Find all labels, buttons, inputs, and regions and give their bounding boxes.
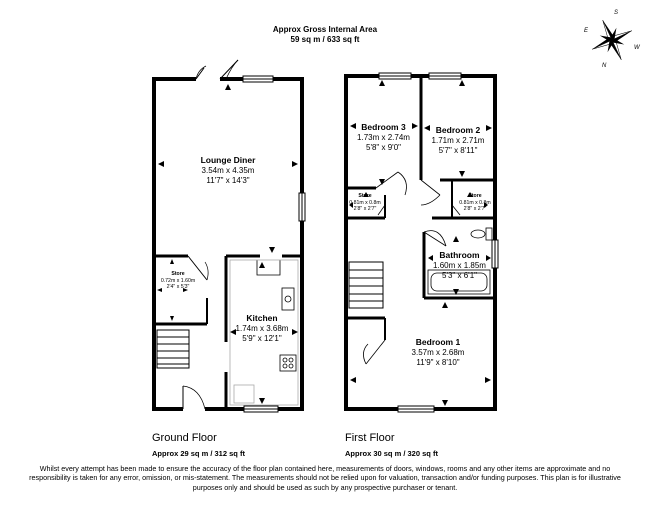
ground-floor-label: Ground Floor (152, 432, 217, 444)
ground-floor-stairs (156, 329, 190, 369)
ff-store-left-name: Store (358, 193, 372, 199)
kitchen-name: Kitchen (246, 313, 278, 323)
ff-store-right-imperial: 2'8" x 2'7" (463, 206, 487, 212)
ff-store-left-metric: 0.81m x 0.8m (349, 200, 381, 206)
bedroom1-imperial: 11'9" x 8'10" (416, 358, 460, 367)
bathroom-metric: 1.60m x 1.85m (433, 261, 486, 270)
first-floor-label: First Floor (345, 432, 395, 444)
first-floor-stairs (348, 261, 384, 309)
first-floor-dimension-arrows (349, 80, 492, 406)
ground-floor-windows (242, 75, 306, 413)
ground-floor-walls (152, 77, 304, 411)
first-floor-area: Approx 30 sq m / 320 sq ft (345, 449, 438, 458)
ground-floor-area: Approx 29 sq m / 312 sq ft (152, 449, 245, 458)
ground-floor-doors (182, 59, 239, 413)
bedroom3-imperial: 5'8" x 9'0" (366, 143, 401, 152)
disclaimer-text: Whilst every attempt has been made to en… (29, 464, 621, 492)
bathroom-imperial: 5'3" x 6'1" (442, 271, 477, 280)
gf-store-metric: 0.72m x 1.60m (160, 278, 196, 284)
bedroom3-metric: 1.73m x 2.74m (357, 133, 410, 142)
compass-north-label: N (602, 63, 607, 69)
lounge-diner-name: Lounge Diner (200, 155, 256, 165)
kitchen-imperial: 5'9" x 12'1" (242, 334, 282, 343)
ff-store-right-metric: 0.81m x 0.8m (459, 200, 491, 206)
lounge-diner-metric: 3.54m x 4.35m (201, 166, 255, 175)
compass-east-label: E (584, 28, 589, 34)
bedroom2-metric: 1.71m x 2.71m (431, 136, 485, 145)
compass-west-label: W (634, 45, 640, 51)
gross-area-title: Approx Gross Internal Area (272, 25, 378, 34)
kitchen-metric: 1.74m x 3.68m (235, 324, 289, 333)
bedroom2-imperial: 5'7" x 8'11" (438, 146, 478, 155)
ff-store-right-name: Store (468, 193, 482, 199)
first-floor-windows (378, 72, 499, 413)
bedroom3-name: Bedroom 3 (361, 122, 406, 132)
gf-store-name: Store (171, 271, 185, 277)
lounge-diner-imperial: 11'7" x 14'3" (206, 176, 250, 185)
compass-rose (591, 19, 633, 61)
bathroom-fixtures (427, 227, 493, 295)
compass-south-label: S (614, 10, 619, 16)
bedroom2-name: Bedroom 2 (435, 125, 481, 135)
gf-store-imperial: 2'4" x 5'3" (166, 284, 190, 290)
bathroom-name: Bathroom (439, 250, 480, 260)
first-floor-doors (363, 171, 461, 365)
bedroom1-metric: 3.57m x 2.68m (411, 348, 465, 357)
ff-store-left-imperial: 2'8" x 2'7" (353, 206, 377, 212)
bedroom1-name: Bedroom 1 (415, 337, 461, 347)
kitchen-fixtures (229, 259, 299, 406)
ground-floor-dimension-arrows (157, 84, 298, 404)
gross-area-total: 59 sq m / 633 sq ft (290, 35, 360, 44)
